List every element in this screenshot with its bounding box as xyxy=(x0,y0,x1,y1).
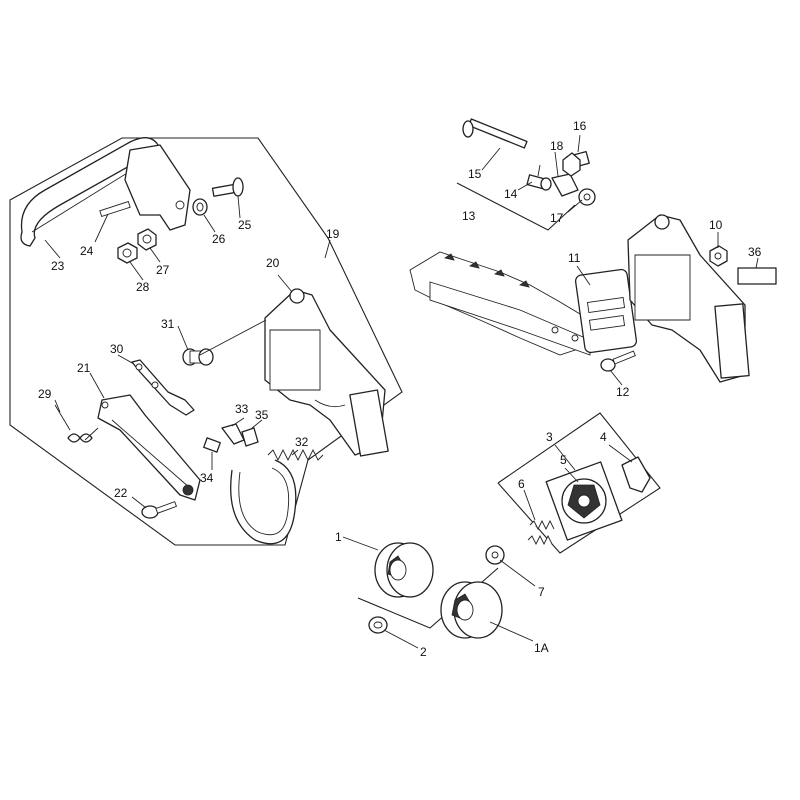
nut-28 xyxy=(117,242,138,264)
gear-16 xyxy=(562,150,590,177)
washer-7 xyxy=(485,545,505,565)
label-part-5: 5 xyxy=(560,453,567,467)
label-part-31: 31 xyxy=(161,317,175,331)
nut-27 xyxy=(137,228,157,251)
spring-32 xyxy=(267,448,324,462)
band-arm-21 xyxy=(97,394,201,501)
label-part-32: 32 xyxy=(295,435,309,449)
label-part-18: 18 xyxy=(550,139,564,153)
label-part-3: 3 xyxy=(546,430,553,444)
label-part-20: 20 xyxy=(266,256,280,270)
sprocket-1a xyxy=(440,581,503,639)
label-part-29: 29 xyxy=(38,387,52,401)
washer-17 xyxy=(578,188,596,206)
label-part-13: 13 xyxy=(462,209,476,223)
part-number-labels: 1 1A 2 3 4 5 6 7 10 11 12 13 14 15 16 17… xyxy=(38,119,762,659)
label-part-14: 14 xyxy=(504,187,518,201)
bar-plate-11 xyxy=(574,268,638,354)
spring-29 xyxy=(54,404,99,443)
adjuster-nut-14 xyxy=(526,174,552,191)
clutch-springs-6 xyxy=(527,519,555,546)
label-part-16: 16 xyxy=(573,119,587,133)
label-part-30: 30 xyxy=(110,342,124,356)
label-part-25: 25 xyxy=(238,218,252,232)
label-part-23: 23 xyxy=(51,259,65,273)
label-part-7: 7 xyxy=(538,585,545,599)
label-part-12: 12 xyxy=(616,385,630,399)
pin-34 xyxy=(203,437,221,453)
screw-22 xyxy=(141,501,177,519)
label-part-28: 28 xyxy=(136,280,150,294)
clutch-cover-housing xyxy=(627,214,750,383)
label-part-19: 19 xyxy=(326,227,340,241)
adjuster-screw-15 xyxy=(462,118,528,149)
lever-30 xyxy=(131,359,195,416)
clip-35 xyxy=(241,427,259,447)
bar-plate-24 xyxy=(99,144,191,231)
group-13-bracket xyxy=(456,182,576,231)
label-part-4: 4 xyxy=(600,430,607,444)
label-part-17: 17 xyxy=(550,211,564,225)
gear-18 xyxy=(551,173,579,197)
clutch-hub-5 xyxy=(545,461,623,541)
label-part-2: 2 xyxy=(420,645,427,659)
label-part-11: 11 xyxy=(568,251,581,265)
label-part-36: 36 xyxy=(748,245,762,259)
label-part-6: 6 xyxy=(518,477,525,491)
spacer-31 xyxy=(182,348,214,366)
label-part-22: 22 xyxy=(114,486,128,500)
nut-10 xyxy=(709,245,728,267)
bolt-25 xyxy=(211,177,244,197)
label-part-1a: 1A xyxy=(534,641,549,655)
clutch-shoe-4 xyxy=(621,456,651,493)
guide-bar-center xyxy=(429,281,591,356)
label-part-24: 24 xyxy=(80,244,94,258)
label-part-35: 35 xyxy=(255,408,269,422)
washer-26 xyxy=(192,198,208,216)
brake-band xyxy=(230,459,297,545)
label-part-1: 1 xyxy=(335,530,342,544)
label-part-21: 21 xyxy=(77,361,91,375)
label-part-10: 10 xyxy=(709,218,723,232)
group-3-outline xyxy=(497,412,661,554)
screw-12 xyxy=(600,350,636,372)
clip-33 xyxy=(221,423,245,445)
label-part-34: 34 xyxy=(200,471,214,485)
label-36 xyxy=(737,267,777,285)
sprocket-1 xyxy=(374,542,434,598)
bearing-2 xyxy=(368,616,388,634)
leader-lines xyxy=(44,134,759,649)
side-cover-20 xyxy=(264,288,389,457)
label-part-33: 33 xyxy=(235,402,249,416)
label-part-26: 26 xyxy=(212,232,226,246)
label-part-27: 27 xyxy=(156,263,170,277)
label-part-15: 15 xyxy=(468,167,482,181)
